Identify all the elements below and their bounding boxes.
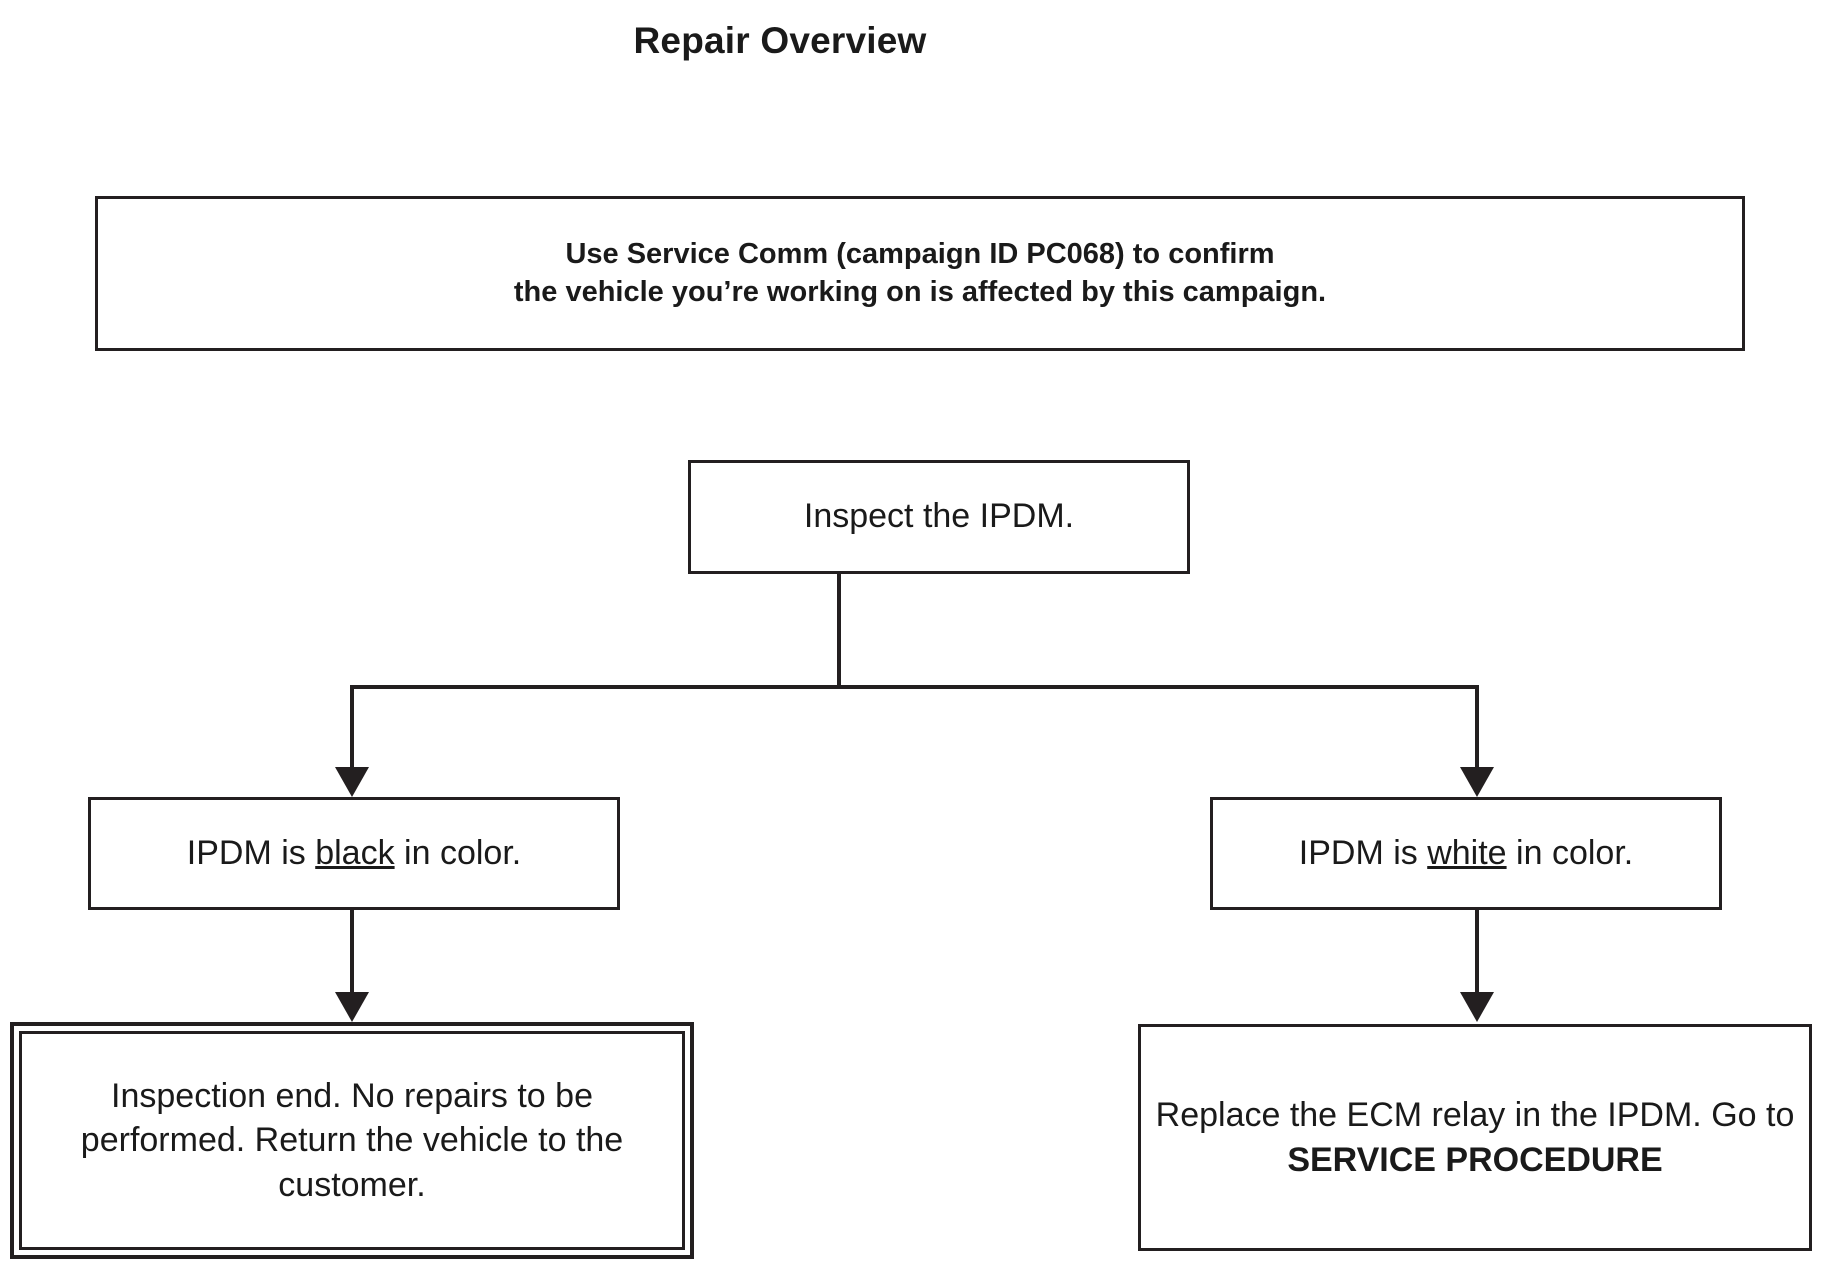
node-inspect-ipdm: Inspect the IPDM.	[688, 460, 1190, 574]
arrowhead-to-cond-black	[335, 767, 369, 797]
connector-split-bar	[350, 685, 1479, 689]
connector-inspect-stem	[837, 574, 841, 689]
connector-left-branch	[350, 685, 354, 771]
banner-box: Use Service Comm (campaign ID PC068) to …	[95, 196, 1745, 351]
node-replace-ecm-relay: Replace the ECM relay in the IPDM. Go to…	[1138, 1024, 1812, 1251]
node-ipdm-white-emphasis: white	[1427, 833, 1507, 872]
arrowhead-to-terminal-right	[1460, 992, 1494, 1022]
node-replace-ecm-relay-prefix: Replace the ECM relay in the IPDM. Go to	[1155, 1096, 1795, 1135]
node-ipdm-white-suffix: in color.	[1506, 833, 1634, 872]
connector-right-branch	[1475, 685, 1479, 771]
node-ipdm-white-prefix: IPDM is	[1298, 833, 1428, 872]
banner-text: Use Service Comm (campaign ID PC068) to …	[496, 236, 1344, 310]
node-ipdm-black-suffix: in color.	[394, 833, 522, 872]
node-ipdm-black: IPDM is black in color.	[88, 797, 620, 910]
node-replace-ecm-relay-text: Replace the ECM relay in the IPDM. Go to…	[1141, 1093, 1809, 1181]
node-inspect-ipdm-label: Inspect the IPDM.	[803, 497, 1075, 536]
node-inspection-end-label: Inspection end. No repairs to be perform…	[80, 1077, 624, 1204]
arrowhead-to-cond-white	[1460, 767, 1494, 797]
connector-white-to-terminal	[1475, 910, 1479, 995]
node-inspection-end: Inspection end. No repairs to be perform…	[10, 1022, 694, 1259]
connector-black-to-terminal	[350, 910, 354, 995]
node-ipdm-black-label: IPDM is black in color.	[187, 832, 521, 876]
node-ipdm-white-label: IPDM is white in color.	[1299, 832, 1633, 876]
arrowhead-to-terminal-left	[335, 992, 369, 1022]
node-replace-ecm-relay-bold: SERVICE PROCEDURE	[1287, 1140, 1663, 1179]
page-title: Repair Overview	[633, 20, 927, 61]
banner-line-2: the vehicle you’re working on is affecte…	[513, 275, 1327, 308]
node-inspection-end-inner: Inspection end. No repairs to be perform…	[19, 1031, 685, 1250]
node-ipdm-white: IPDM is white in color.	[1210, 797, 1722, 910]
node-ipdm-black-prefix: IPDM is	[186, 833, 316, 872]
node-ipdm-black-emphasis: black	[315, 833, 395, 872]
banner-line-1: Use Service Comm (campaign ID PC068) to …	[565, 238, 1275, 271]
